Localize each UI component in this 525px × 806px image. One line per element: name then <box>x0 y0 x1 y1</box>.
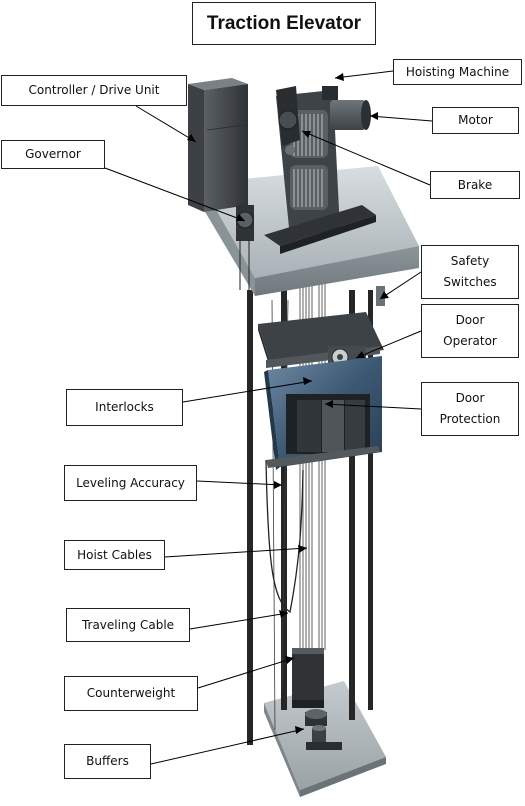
leader-arrowheads <box>187 73 389 734</box>
leader-counterweight <box>197 657 295 689</box>
elevator-car <box>264 356 382 470</box>
controller-cabinet <box>188 78 248 212</box>
leader-buffers <box>150 728 305 765</box>
label-governor: Governor <box>1 140 105 169</box>
leader-door-operator <box>355 330 422 359</box>
leader-safety-switches <box>379 271 422 300</box>
leader-door-protection <box>324 403 422 410</box>
leader-motor <box>369 115 433 122</box>
leader-traveling-cable <box>189 612 289 630</box>
label-hoisting-machine: Hoisting Machine <box>393 59 522 85</box>
label-buffers: Buffers <box>64 744 151 779</box>
leader-hoist-cables <box>164 547 308 558</box>
label-controller-drive-unit: Controller / Drive Unit <box>1 75 187 106</box>
label-door-operator: Door Operator <box>421 304 519 358</box>
label-hoist-cables: Hoist Cables <box>64 540 165 570</box>
label-brake: Brake <box>430 171 520 199</box>
leader-interlocks <box>182 380 313 403</box>
governor-unit <box>236 205 254 290</box>
leader-brake <box>301 130 431 186</box>
hoisting-machine <box>264 86 376 254</box>
motor-unit <box>322 86 371 130</box>
label-counterweight: Counterweight <box>64 676 198 711</box>
label-interlocks: Interlocks <box>66 389 183 426</box>
leader-lines <box>104 70 433 765</box>
traveling-cable <box>265 459 304 614</box>
label-motor: Motor <box>432 107 519 134</box>
label-door-protection: Door Protection <box>421 382 519 436</box>
label-leveling-accuracy: Leveling Accuracy <box>64 465 197 501</box>
buffer-assembly <box>305 709 342 750</box>
counterweight-block <box>292 648 324 708</box>
leader-leveling-accuracy <box>196 480 283 486</box>
guide-rails <box>247 290 373 745</box>
safety-switch-box <box>376 286 385 306</box>
leader-governor <box>104 167 246 222</box>
leader-controller <box>135 105 197 143</box>
diagram-title: Traction Elevator <box>192 2 376 45</box>
label-safety-switches: Safety Switches <box>421 245 519 299</box>
leader-hoisting-machine <box>334 70 394 79</box>
label-traveling-cable: Traveling Cable <box>66 608 190 642</box>
